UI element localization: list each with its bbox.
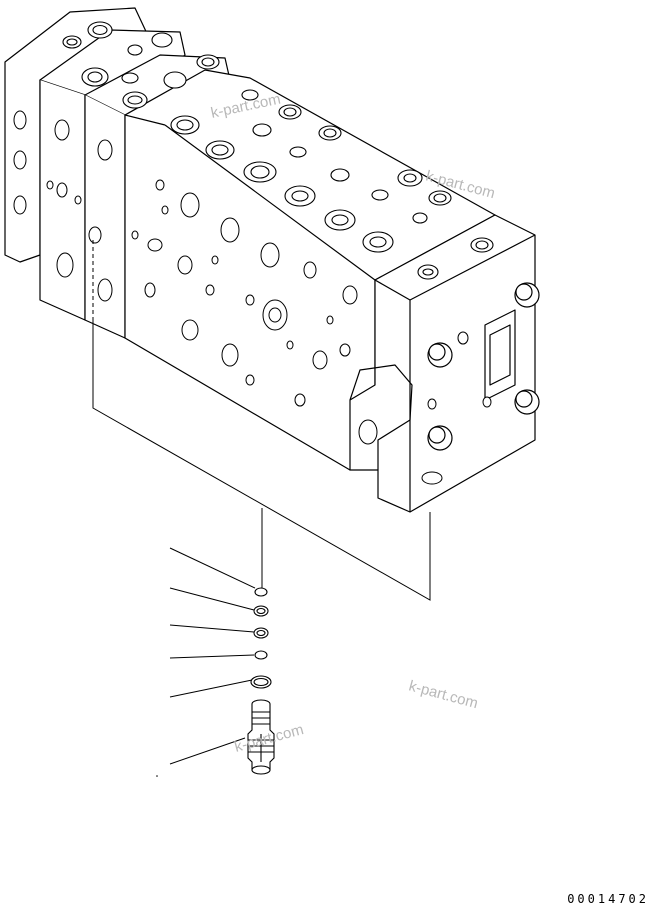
seal-part [254,650,268,660]
o-ring-large [250,675,272,689]
drawing-number: 00014702 [567,892,649,906]
leader-lines [92,318,431,765]
plug-part [254,587,268,597]
backup-ring [253,627,269,639]
valve-side-holes [13,110,492,485]
valve-end-plugs [427,282,540,451]
dot-mark [156,775,158,777]
o-ring-small [253,605,269,617]
valve-ports [62,21,494,280]
exploded-parts [247,587,275,775]
valve-cartridge [247,699,275,775]
watermark-3: k-part.com [407,677,480,712]
